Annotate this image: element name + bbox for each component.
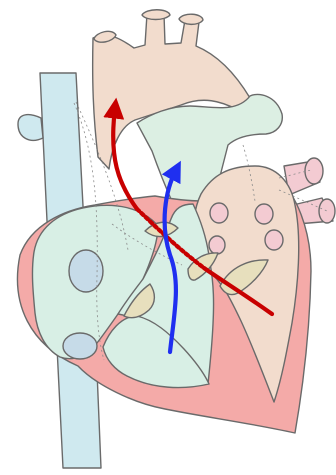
right-atrium-opening [69, 250, 103, 292]
aorta-cap-2 [179, 14, 203, 24]
pulmonary-port-3 [209, 236, 225, 254]
pulmonary-port-4 [265, 230, 283, 250]
inferior-opening [63, 333, 97, 359]
pulmonary-port-1 [210, 203, 228, 223]
pulmonary-port-2 [255, 204, 273, 224]
pulmonary-vein-lower-end [319, 199, 335, 223]
vena-cava-branch [18, 115, 43, 141]
aorta-cap-1 [142, 10, 170, 20]
pulmonary-vein-upper-end [305, 158, 323, 184]
